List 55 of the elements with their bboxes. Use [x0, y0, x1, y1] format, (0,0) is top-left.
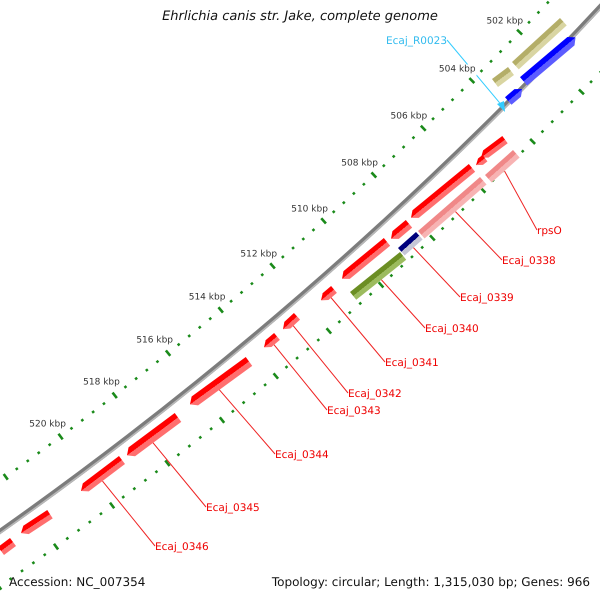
scale-label: 510 kbp [290, 204, 329, 216]
scale-label: 506 kbp [390, 112, 428, 123]
genome-info-text: Topology: circular; Length: 1,315,030 bp; Genes: 966 [272, 575, 590, 589]
gene-label: Ecaj_0339 [460, 292, 514, 304]
accession-text: Accession: NC_007354 [9, 575, 146, 589]
scale-label: 504 kbp [438, 64, 477, 76]
gene-block [411, 164, 476, 218]
gene-label: rpsO [537, 225, 562, 237]
leader-line [273, 344, 328, 410]
leader-line [504, 170, 538, 230]
gene-label: Ecaj_0340 [425, 323, 479, 335]
gene-label: Ecaj_0341 [385, 357, 439, 369]
leader-line [412, 247, 460, 298]
leader-line [330, 297, 386, 362]
gene-block [520, 36, 576, 86]
leader-line [380, 279, 426, 328]
leader-line [292, 325, 348, 394]
gene-label: Ecaj_0346 [155, 541, 209, 553]
scale-label: 516 kbp [135, 336, 174, 347]
gene-block [81, 456, 125, 492]
gene-block [190, 356, 252, 405]
scale-label: 502 kbp [485, 16, 524, 28]
scale-label: 512 kbp [239, 249, 278, 260]
gene-label: Ecaj_0342 [348, 388, 402, 400]
leader-line [218, 389, 276, 454]
gene-block [398, 232, 422, 256]
scale-label: 514 kbp [188, 292, 226, 304]
gene-block [127, 412, 182, 456]
leader-line [454, 211, 502, 260]
gene-block [418, 177, 486, 239]
scale-label: 508 kbp [340, 158, 379, 170]
scale-label: 518 kbp [82, 378, 121, 389]
gene-block [504, 89, 522, 105]
gene-block [342, 238, 390, 280]
scale-label: 520 kbp [28, 419, 67, 430]
leader-line [102, 480, 156, 546]
gene-block [264, 332, 280, 347]
triangle-marker [497, 101, 505, 112]
gene-label: Ecaj_0345 [206, 502, 260, 514]
gene-block [350, 252, 406, 300]
gene-block [391, 220, 412, 239]
gene-block [283, 312, 300, 329]
leader-line [152, 442, 206, 508]
gene-label: Ecaj_0338 [502, 255, 556, 267]
gene-label: Ecaj_0344 [275, 449, 329, 461]
gene-label: Ecaj_R0023 [386, 35, 448, 47]
gene-block [481, 136, 508, 158]
title: Ehrlichia canis str. Jake, complete genome [162, 9, 438, 24]
gene-block [476, 154, 488, 165]
gene-block [0, 538, 16, 555]
gene-block [484, 150, 520, 183]
gene-label: Ecaj_0343 [327, 405, 381, 417]
gene-block [21, 510, 53, 534]
gene-block [492, 67, 514, 87]
gene-block [321, 286, 337, 300]
